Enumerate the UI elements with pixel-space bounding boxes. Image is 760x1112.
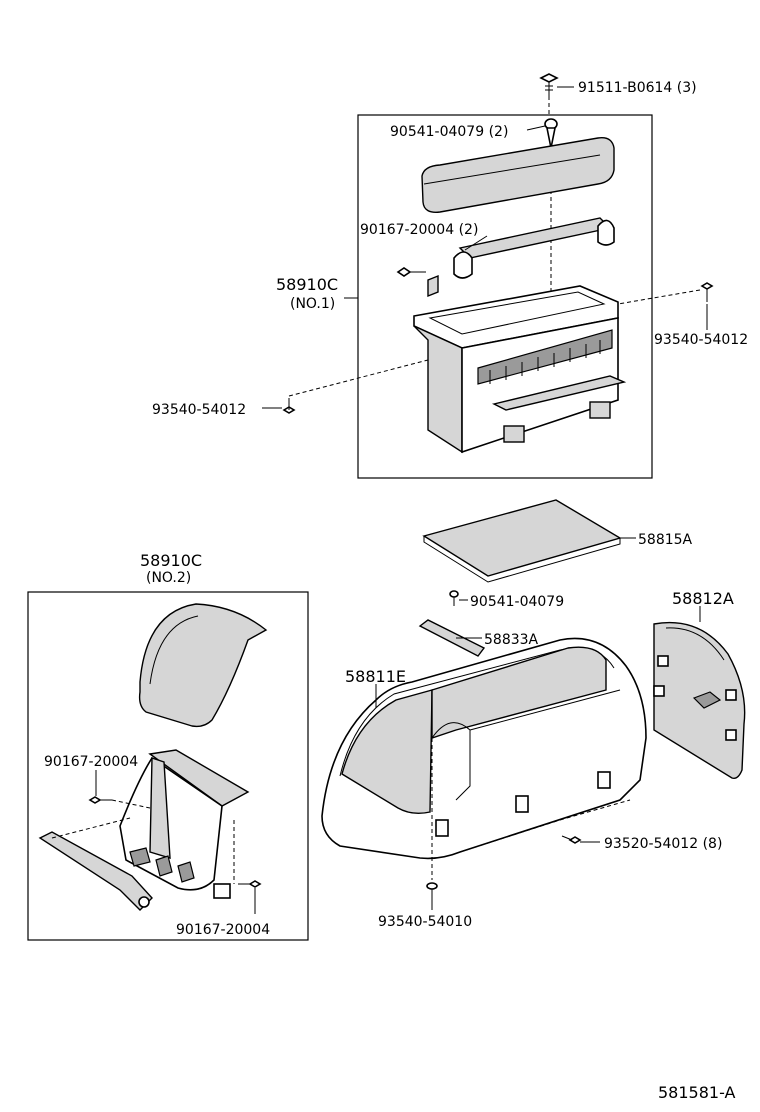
armrest-lid-no2 [138,603,268,728]
label-bottom-screw: 93540-54010 [378,914,472,930]
group-no1-frame [357,114,653,479]
armrest-lid-no1 [421,137,615,213]
label-top-clip: 91511-B0614 (3) [578,80,697,96]
right-screw-icon [700,282,714,302]
hinge-bar [453,217,615,279]
label-hinge-screw: 90167-20004 (2) [360,222,478,238]
label-part-58910c-no1: 58910C [276,275,338,294]
bracket-58833a [418,619,486,657]
diagram-id: 581581-A [658,1083,736,1102]
side-panel-58812a [653,621,746,780]
lid-screw-icon [544,118,558,149]
mat-screw-icon [449,590,459,606]
console-mat [422,499,622,577]
latch-bracket [427,274,439,298]
label-no1: (NO.1) [290,296,335,312]
console-body-58811e [321,637,647,860]
upper-screw-no2-icon [88,796,112,804]
top-clip-icon [539,73,559,96]
label-part-58910c-no2: 58910C [140,551,202,570]
label-left-screw: 93540-54012 [152,402,246,418]
label-lower-screw-no2: 90167-20004 [176,922,270,938]
release-lever [38,831,153,911]
label-upper-screw-no2: 90167-20004 [44,754,138,770]
label-no2: (NO.2) [146,570,191,586]
bottom-screw-icon [426,882,438,900]
label-lid-screw: 90541-04079 (2) [390,124,508,140]
body-screw-icon [561,835,582,844]
hinge-screw-icon [396,267,426,277]
label-side-panel: 58812A [672,589,734,608]
label-mat: 58815A [638,532,693,548]
storage-tray-no2 [119,749,250,899]
storage-box-no1 [413,285,627,454]
left-screw-icon [282,398,296,414]
lower-screw-no2-icon [238,880,262,888]
label-body-screws: 93520-54012 (8) [604,836,722,852]
label-bracket: 58833A [484,632,539,648]
group-no2-frame [27,591,309,941]
label-console-body: 58811E [345,667,406,686]
label-mat-screw: 90541-04079 [470,594,564,610]
label-right-screw: 93540-54012 [654,332,748,348]
